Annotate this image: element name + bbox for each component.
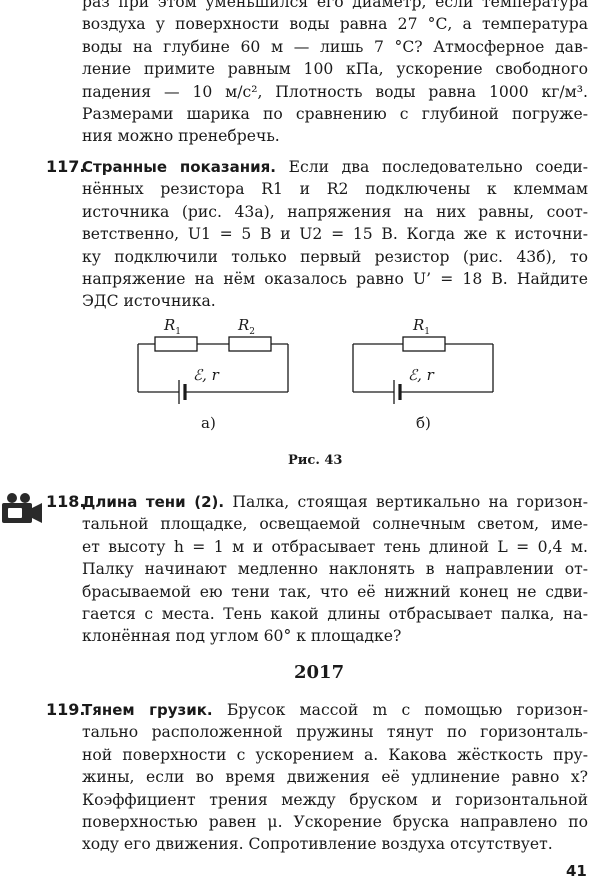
problem-line: тально расположенной пружины тянут по го… xyxy=(82,723,588,742)
r1-label: R1 xyxy=(163,316,181,337)
intro-line: Размерами шарика по сравнению с глубиной… xyxy=(82,105,588,124)
figure-label-b: б) xyxy=(416,414,431,432)
figure-caption: Рис. 43 xyxy=(288,453,343,468)
intro-line: воздуха у поверхности воды равна 27 °С, … xyxy=(82,15,588,34)
r1-label: R1 xyxy=(412,316,430,337)
intro-line: падения — 10 м/с², Плотность воды равна … xyxy=(82,82,588,101)
intro-line: воды на глубине 60 м — лишь 7 °С? Атмосф… xyxy=(82,37,588,56)
problem-number: 117. xyxy=(46,157,86,176)
problem-line: ет высоту h = 1 м и отбрасывает тень дли… xyxy=(82,537,588,556)
problem-line: ходу его движения. Сопротивление воздуха… xyxy=(82,835,553,854)
problem-line: тальной площадке, освещаемой солнечным с… xyxy=(82,515,588,534)
problem-line: напряжение на нём оказалось равно U’ = 1… xyxy=(82,270,588,289)
problem-line: ку подключили только первый резистор (ри… xyxy=(82,247,588,266)
intro-paragraph: раз при этом уменьшился его диаметр, есл… xyxy=(82,0,588,148)
problem-line: Палку начинают медленно наклонять в напр… xyxy=(82,560,588,579)
resistor-r1 xyxy=(402,336,446,352)
resistor-r1 xyxy=(154,336,198,352)
battery-symbol xyxy=(393,380,402,404)
problem-119-text: Тянем грузик. Брусок массой m с помощью … xyxy=(82,699,588,856)
problem-line: Длина тени (2). Палка, стоящая вертикаль… xyxy=(82,491,588,513)
problem-number: 118. xyxy=(46,492,86,511)
problem-line: Странные показания. Если два последовате… xyxy=(82,156,588,178)
problem-number: 119. xyxy=(46,700,86,719)
problem-line: источника (рис. 43а), напряжения на них … xyxy=(82,202,588,221)
resistor-r2 xyxy=(228,336,272,352)
r2-label: R2 xyxy=(237,316,255,337)
problem-line: клонённая под углом 60° к площадке? xyxy=(82,627,402,646)
emf-label: ℰ, r xyxy=(193,366,220,384)
intro-line: ния можно пренебречь. xyxy=(82,127,280,146)
problem-title: Странные показания. xyxy=(82,158,276,176)
problem-line: Тянем грузик. Брусок массой m с помощью … xyxy=(82,699,588,721)
video-camera-icon xyxy=(2,493,42,523)
problem-title: Тянем грузик. xyxy=(82,701,213,719)
battery-symbol xyxy=(178,380,187,404)
page-number: 41 xyxy=(566,862,587,880)
year-heading: 2017 xyxy=(294,662,345,683)
problem-118-text: Длина тени (2). Палка, стоящая вертикаль… xyxy=(82,491,588,648)
problem-line: нённых резистора R1 и R2 подключены к кл… xyxy=(82,180,588,199)
figure-label-a: а) xyxy=(201,414,216,432)
problem-line: гается с места. Тень какой длины отбрасы… xyxy=(82,605,588,624)
emf-label: ℰ, r xyxy=(408,366,435,384)
problem-line: поверхностью равен μ. Ускорение бруска н… xyxy=(82,813,588,832)
problem-text: Брусок массой m с помощью горизон- xyxy=(212,701,588,719)
problem-line: ЭДС источника. xyxy=(82,292,216,311)
problem-title: Длина тени (2). xyxy=(82,493,225,511)
intro-line: раз при этом уменьшился его диаметр, есл… xyxy=(82,0,588,11)
circuit-diagram-a: R1 R2 ℰ, r xyxy=(137,316,289,404)
problem-line: ветственно, U1 = 5 В и U2 = 15 В. Когда … xyxy=(82,225,588,244)
problem-text: Если два последовательно соеди- xyxy=(275,158,588,176)
problem-line: брасываемой ею тени так, что её нижний к… xyxy=(82,582,588,601)
problem-117-text: Странные показания. Если два последовате… xyxy=(82,156,588,313)
problem-text: Палка, стоящая вертикально на горизон- xyxy=(224,493,588,511)
problem-line: Коэффициент трения между бруском и гориз… xyxy=(82,790,588,809)
circuit-diagram-b: R1 ℰ, r xyxy=(352,316,494,404)
problem-line: ной поверхности с ускорением a. Какова ж… xyxy=(82,745,588,764)
intro-line: ление примите равным 100 кПа, ускорение … xyxy=(82,60,588,79)
problem-line: жины, если во время движения её удлинени… xyxy=(82,768,588,787)
